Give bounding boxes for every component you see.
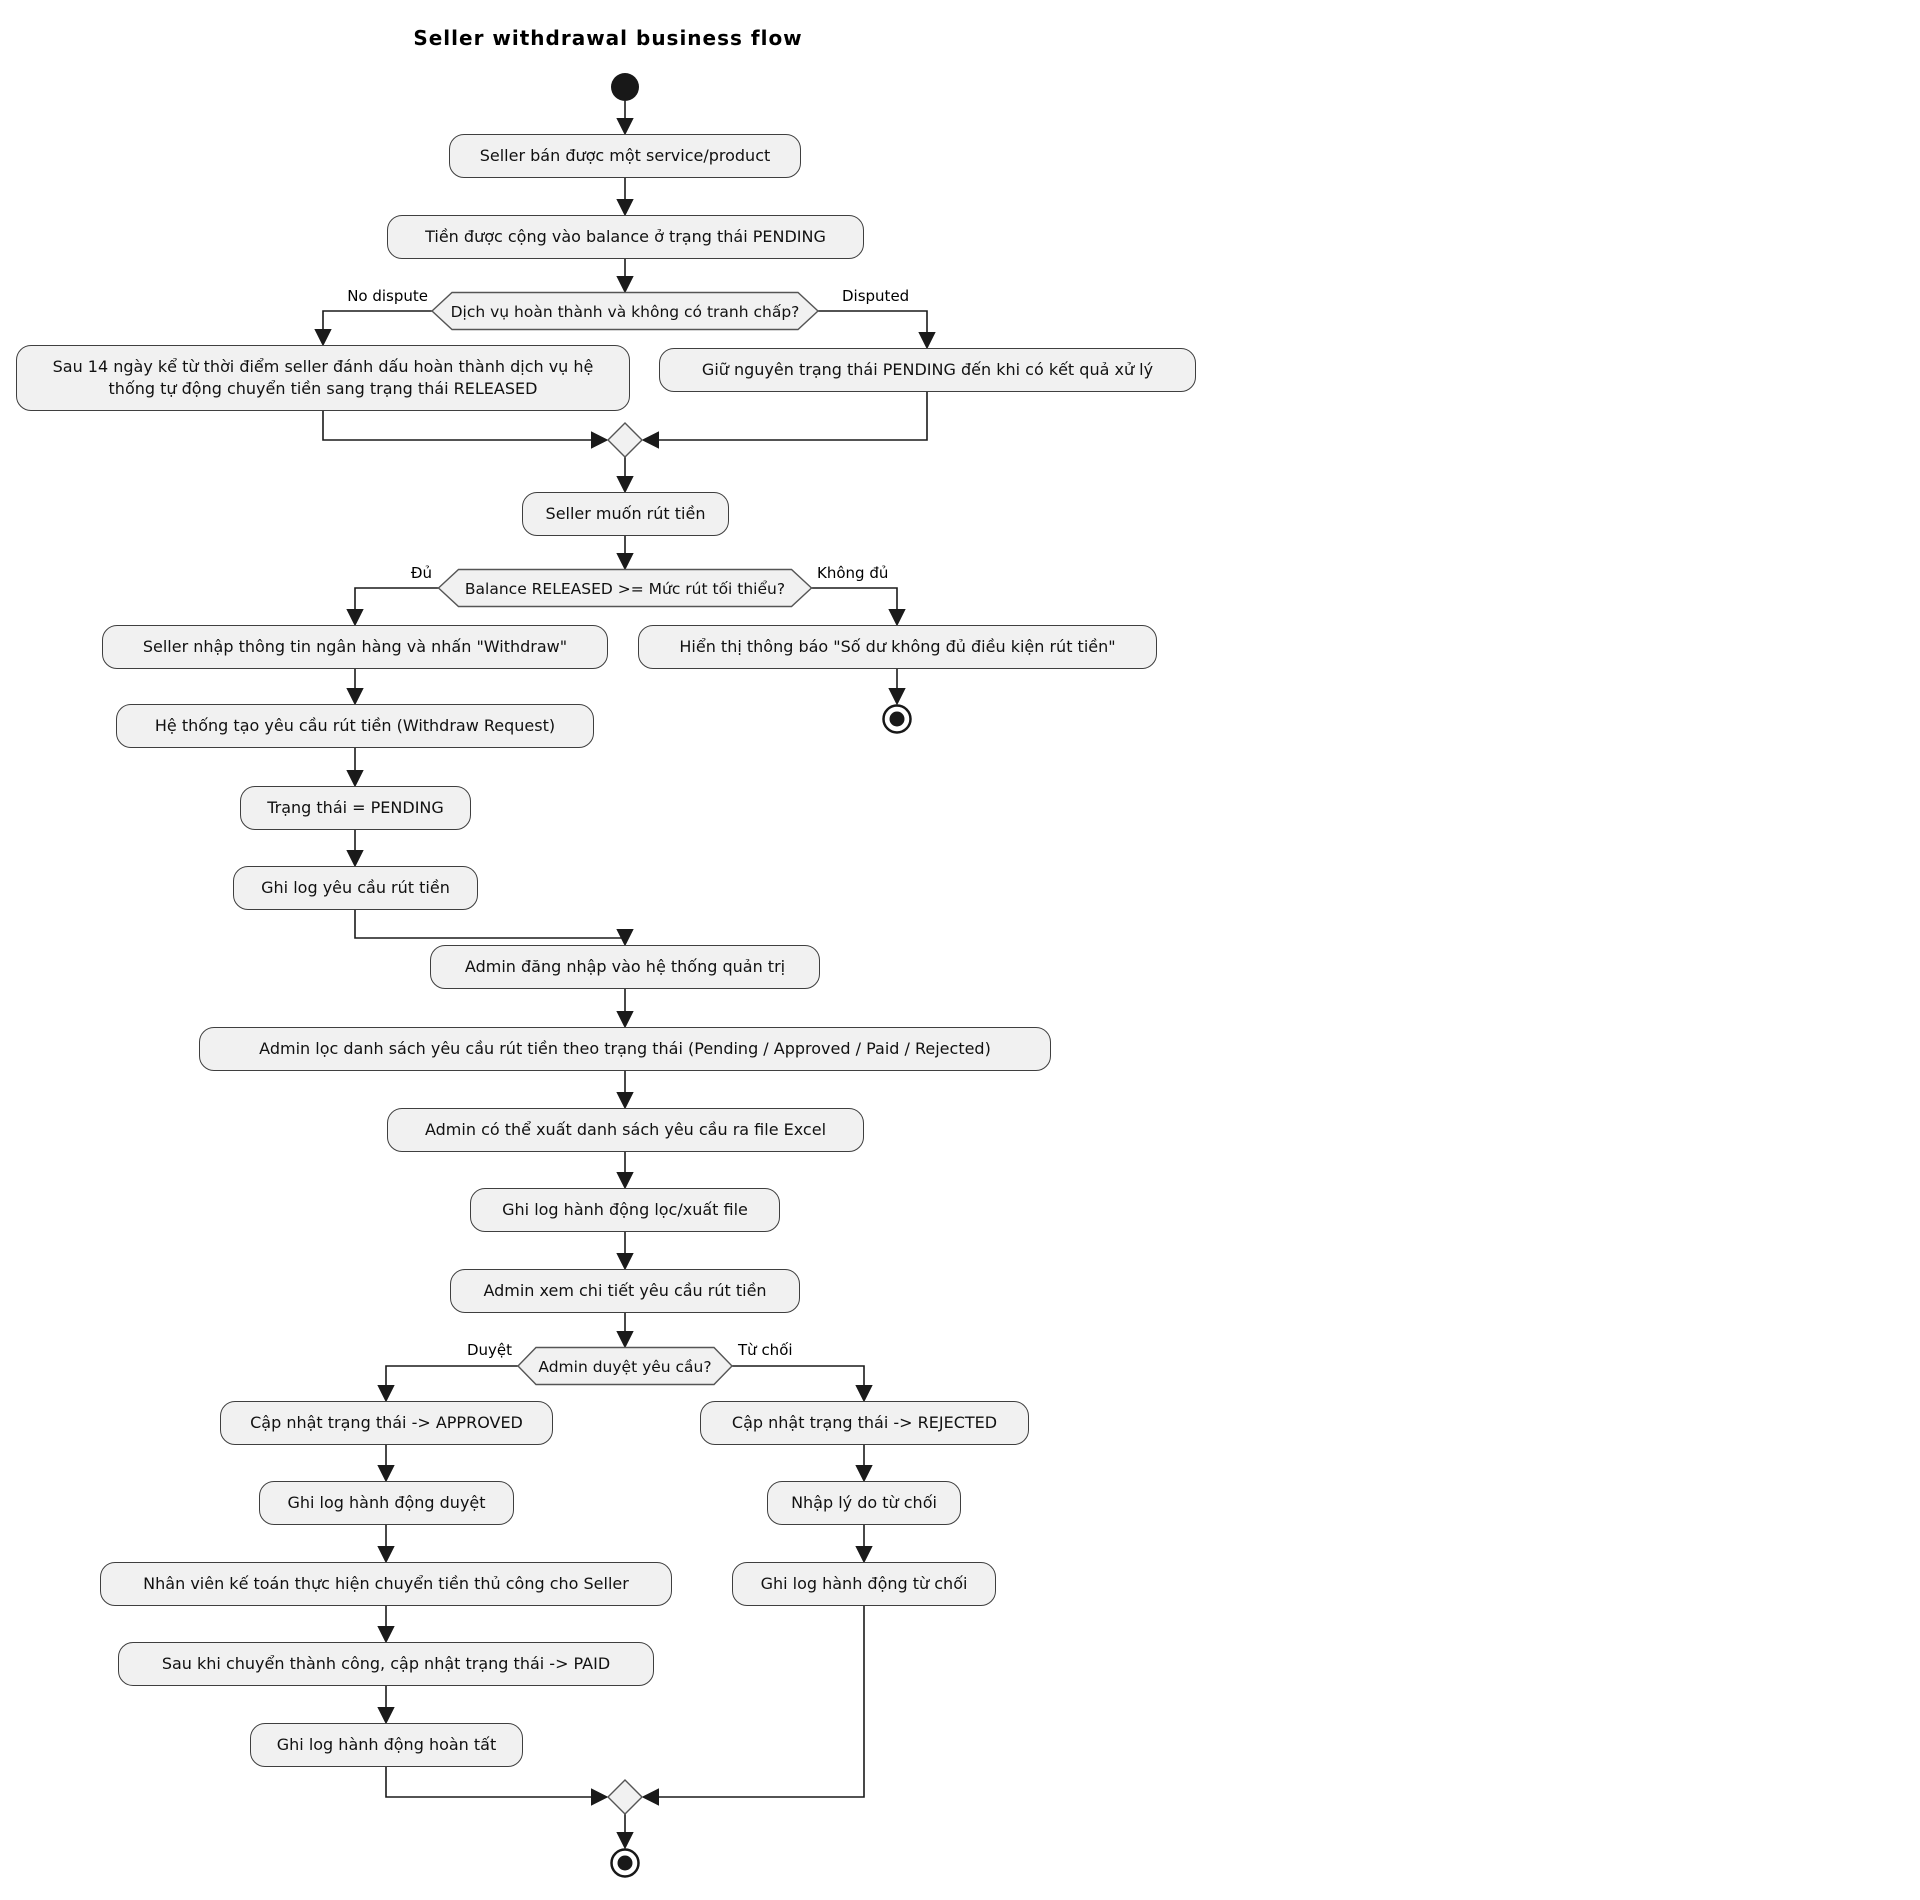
activity-set-paid: Sau khi chuyển thành công, cập nhật trạn…: [118, 1642, 654, 1686]
edge-label-approve: Duyệt: [466, 1341, 512, 1359]
activity-set-approved: Cập nhật trạng thái -> APPROVED: [220, 1401, 553, 1445]
activity-log-approve: Ghi log hành động duyệt: [259, 1481, 514, 1525]
activity-log-reject: Ghi log hành động từ chối: [732, 1562, 996, 1606]
edge-approve-branch: [377, 1365, 518, 1403]
decision-balance-check-label: Balance RELEASED >= Mức rút tối thiểu?: [464, 579, 786, 598]
decision-balance-check-shape: [437, 568, 813, 608]
activity-create-request: Hệ thống tạo yêu cầu rút tiền (Withdraw …: [116, 704, 594, 748]
merge-diamond-bottom: [607, 1779, 643, 1815]
activity-admin-login: Admin đăng nhập vào hệ thống quản trị: [430, 945, 820, 989]
edge-label-disputed: Disputed: [842, 287, 910, 305]
activity-admin-view-detail: Admin xem chi tiết yêu cầu rút tiền: [450, 1269, 800, 1313]
edge-no-dispute: [314, 310, 432, 347]
activity-money-pending: Tiền được cộng vào balance ở trạng thái …: [387, 215, 864, 259]
activity-enter-bank: Seller nhập thông tin ngân hàng và nhấn …: [102, 625, 608, 669]
activity-insufficient-msg: Hiển thị thông báo "Số dư không đủ điều …: [638, 625, 1157, 669]
activity-seller-sells: Seller bán được một service/product: [449, 134, 801, 178]
end-node-final-inner: [617, 1855, 633, 1871]
edge-label-no-dispute: No dispute: [347, 287, 428, 305]
edge-disputed: [818, 310, 936, 350]
decision-approve-check-label: Admin duyệt yêu cầu?: [538, 1357, 712, 1376]
edge-log-to-admin-login: [354, 910, 634, 947]
edge-logcomplete-to-merge: [385, 1767, 609, 1806]
activity-accountant-transfer: Nhân viên kế toán thực hiện chuyển tiền …: [100, 1562, 672, 1606]
activity-set-rejected: Cập nhật trạng thái -> REJECTED: [700, 1401, 1029, 1445]
edge-label-not-enough: Không đủ: [817, 564, 889, 582]
start-node: [611, 73, 639, 101]
activity-admin-filter: Admin lọc danh sách yêu cầu rút tiền the…: [199, 1027, 1051, 1071]
edge-label-reject: Từ chối: [738, 1341, 793, 1359]
activity-admin-export: Admin có thể xuất danh sách yêu cầu ra f…: [387, 1108, 864, 1152]
decision-dispute-check-label: Dịch vụ hoàn thành và không có tranh chấ…: [450, 302, 800, 321]
end-node-insufficient-inner: [889, 711, 905, 727]
decision-approve-check-shape: [517, 1346, 733, 1386]
activity-status-pending: Trạng thái = PENDING: [240, 786, 471, 830]
activity-auto-release: Sau 14 ngày kể từ thời điểm seller đánh …: [16, 345, 630, 411]
edge-keep-to-merge: [641, 392, 928, 449]
activity-log-complete: Ghi log hành động hoàn tất: [250, 1723, 523, 1767]
activity-want-withdraw: Seller muốn rút tiền: [522, 492, 729, 536]
activity-keep-pending: Giữ nguyên trạng thái PENDING đến khi có…: [659, 348, 1196, 392]
activity-log-request: Ghi log yêu cầu rút tiền: [233, 866, 478, 910]
edge-not-enough: [811, 587, 906, 627]
diagram-title: Seller withdrawal business flow: [413, 26, 803, 50]
edge-enough: [346, 587, 439, 627]
decision-dispute-check-shape: [430, 291, 820, 331]
activity-log-filter-export: Ghi log hành động lọc/xuất file: [470, 1188, 780, 1232]
activity-enter-reason: Nhập lý do từ chối: [767, 1481, 961, 1525]
edge-logreject-to-merge: [641, 1606, 865, 1806]
edge-release-to-merge: [322, 411, 609, 449]
edge-label-enough: Đủ: [410, 564, 432, 582]
merge-diamond-top: [607, 422, 643, 458]
edge-reject-branch: [732, 1365, 873, 1403]
